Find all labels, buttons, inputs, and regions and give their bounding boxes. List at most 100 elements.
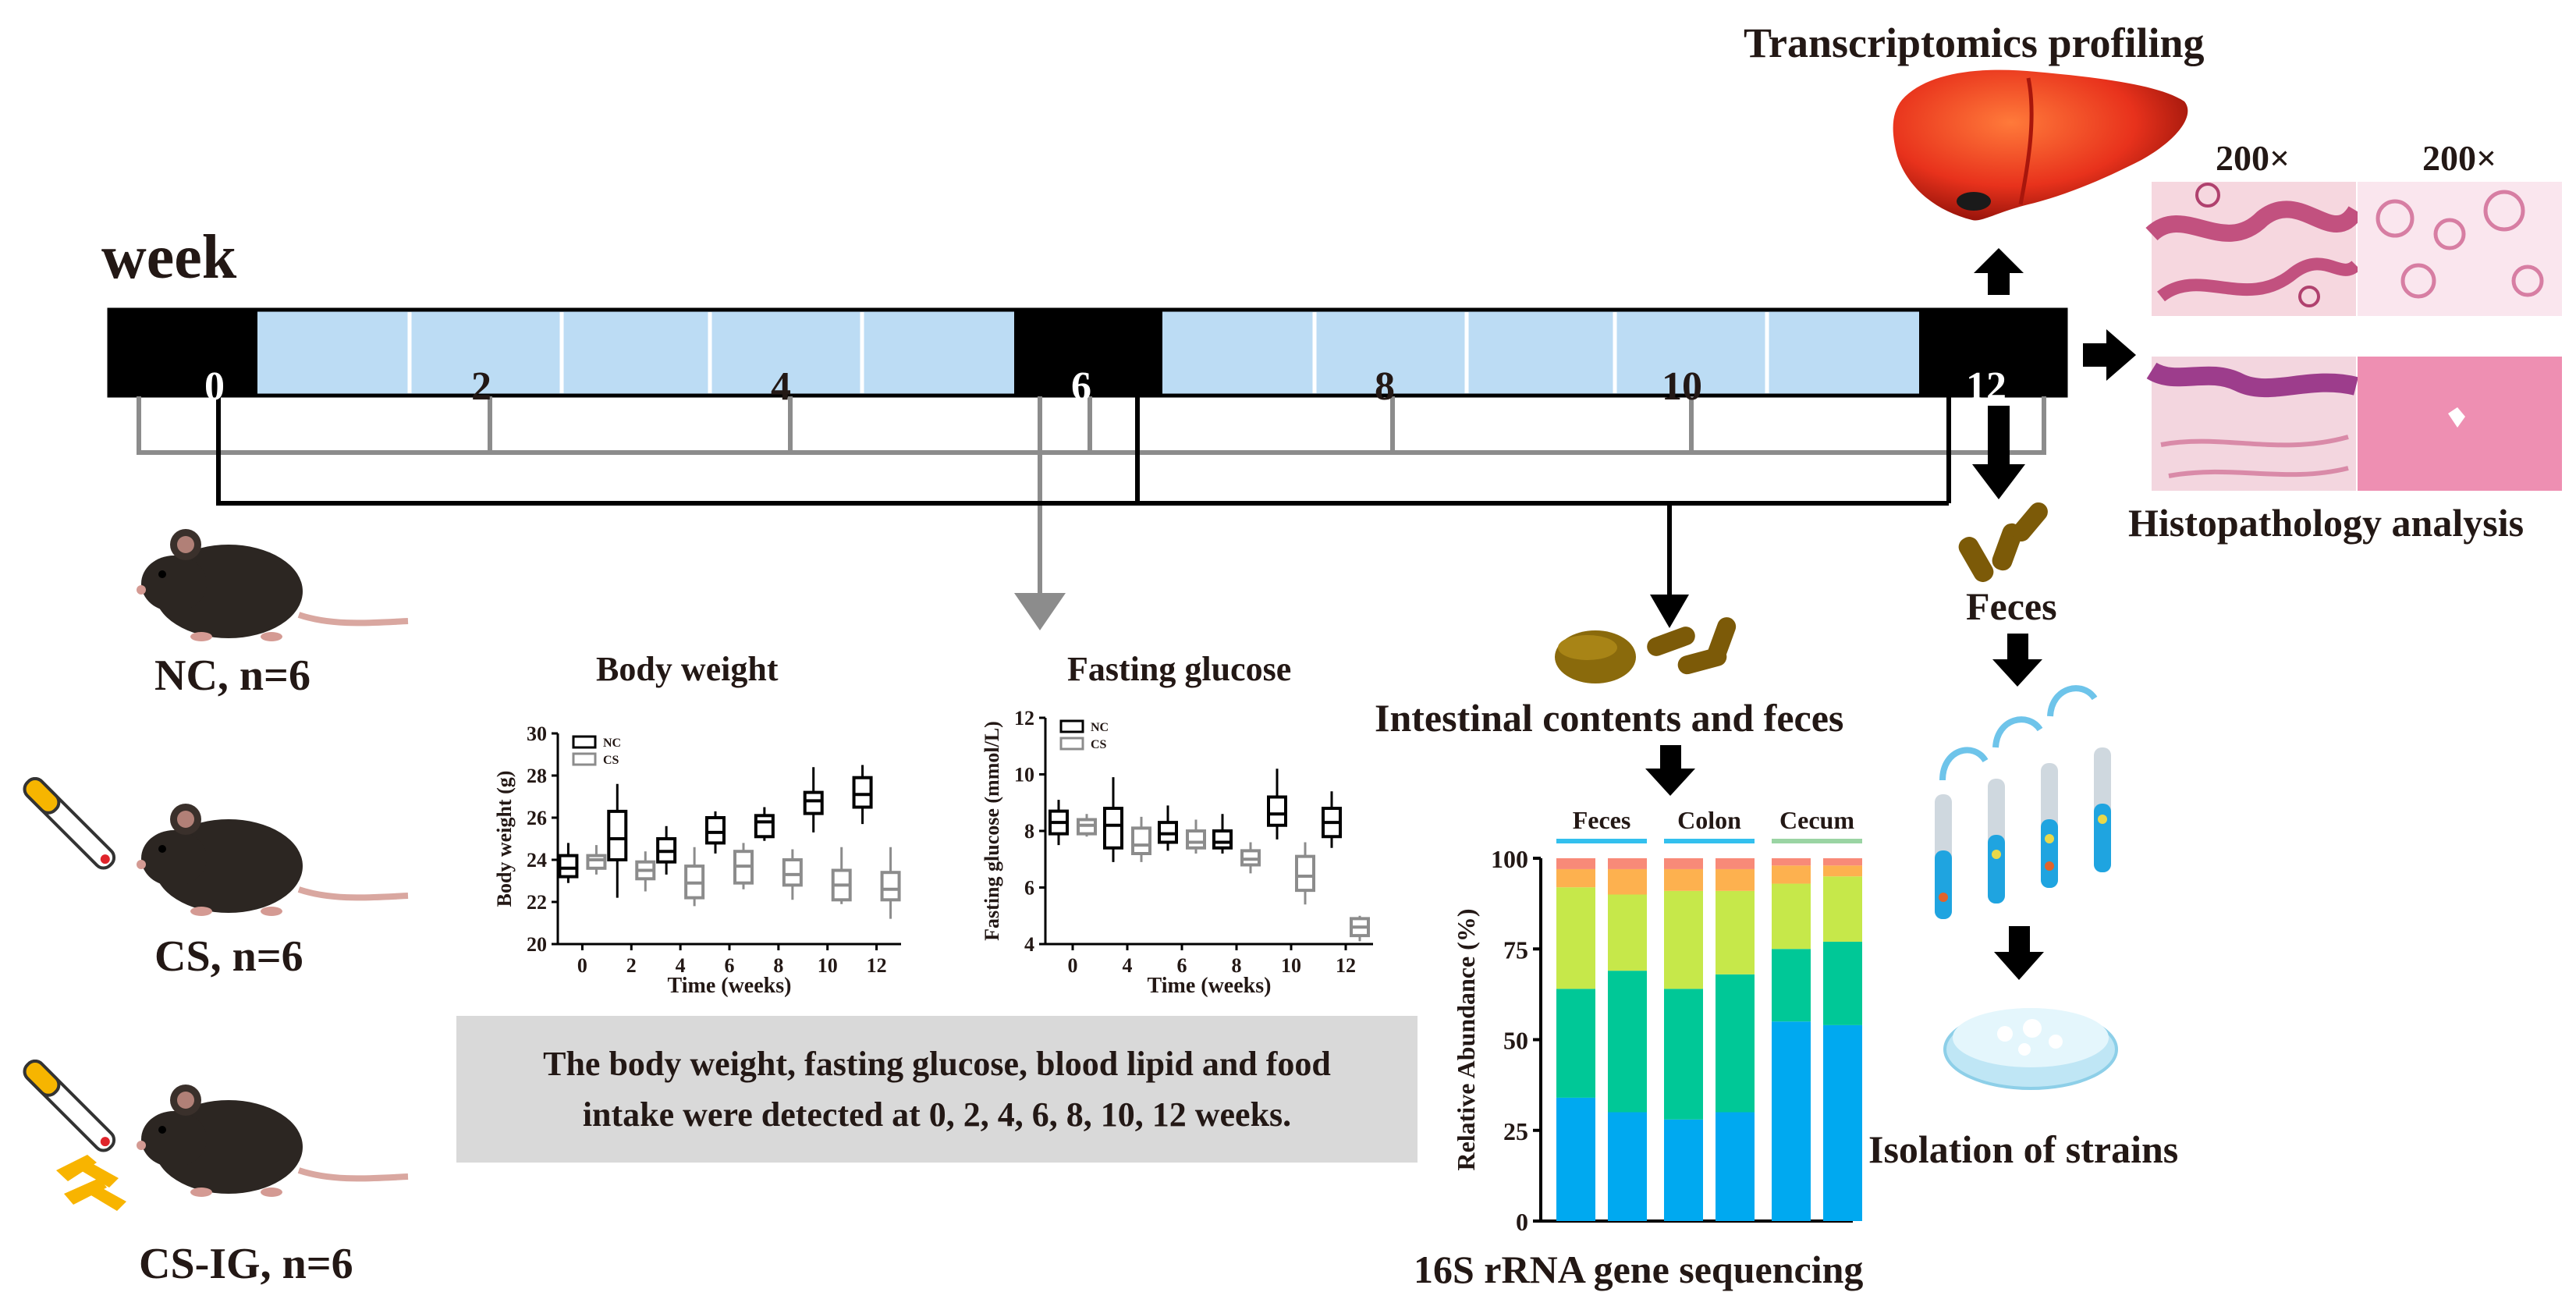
s16-bar-segment <box>1608 894 1647 971</box>
bw-box-nc <box>852 776 873 809</box>
fg-x-tick-label: 10 <box>1281 954 1301 977</box>
histology-image-colon-cs <box>2146 357 2358 491</box>
timeline-mark-0: 0 <box>204 364 225 409</box>
s16-y-tick-label: 75 <box>1503 935 1528 964</box>
transcriptomics-label: Transcriptomics profiling <box>1744 20 2205 66</box>
fg-box-cs <box>1295 854 1315 893</box>
s16-bar-segment <box>1664 989 1703 1120</box>
bw-y-tick-label: 24 <box>527 849 547 872</box>
arrow-down-to-petri <box>1994 926 2044 980</box>
fg-x-label: Time (weeks) <box>1148 974 1272 998</box>
body-weight-title: Body weight <box>596 650 779 688</box>
group-icons <box>23 529 409 1211</box>
bw-x-label: Time (weeks) <box>668 974 792 998</box>
bw-y-tick-label: 26 <box>527 807 547 829</box>
s16-bar-segment <box>1608 858 1647 869</box>
fg-legend-swatch <box>1059 719 1084 733</box>
timeline-mark-10: 10 <box>1662 364 1702 409</box>
mouse-icon <box>137 529 409 641</box>
arrow-down-to-16s <box>1645 745 1695 796</box>
s16-bar-segment <box>1823 941 1862 1025</box>
s16-bar-segment <box>1823 865 1862 877</box>
s16-y-tick-label: 100 <box>1491 845 1528 873</box>
magnification-label-right: 200× <box>2422 138 2497 178</box>
bw-x-tick-label: 8 <box>773 954 783 977</box>
bw-y-tick-label: 22 <box>527 891 547 914</box>
bw-y-tick-label: 28 <box>527 765 547 787</box>
bw-box-nc <box>558 854 579 879</box>
group-label-cs: CS, n=6 <box>154 932 303 981</box>
s16-bar-segment <box>1772 858 1811 866</box>
s16-bar-segment <box>1823 858 1862 866</box>
measurement-note-line2: intake were detected at 0, 2, 4, 6, 8, 1… <box>582 1095 1292 1134</box>
timeline-mark-4: 4 <box>771 364 791 409</box>
bw-box-cs <box>880 871 901 902</box>
timeline-bar <box>107 307 2068 398</box>
s16-bar-segment <box>1716 1112 1755 1221</box>
feces-pellets-icon <box>1958 502 2048 582</box>
group-label-cs-ig: CS-IG, n=6 <box>139 1240 353 1288</box>
s16-bar-segment <box>1608 1112 1647 1221</box>
s16-bar-segment <box>1716 868 1755 891</box>
timeline-mark-6: 6 <box>1071 364 1091 409</box>
s16-y-tick-label: 25 <box>1503 1117 1528 1145</box>
s16-bar-segment <box>1772 949 1811 1022</box>
s16-group-label: Cecum <box>1779 806 1854 834</box>
arrow-down-to-culture <box>1992 634 2042 687</box>
bw-box-nc <box>803 790 824 815</box>
petri-dish-icon <box>1943 1008 2118 1090</box>
s16-bar-segment <box>1664 858 1703 869</box>
s16-bar-segment <box>1716 974 1755 1113</box>
feces-label: Feces <box>1966 584 2057 628</box>
fasting-glucose-title: Fasting glucose <box>1067 650 1292 688</box>
fg-y-label: Fasting glucose (mmol/L) <box>981 721 1003 941</box>
arrow-right-to-histology <box>2083 329 2136 381</box>
fg-y-tick-label: 10 <box>1014 764 1034 786</box>
sampling-bracket <box>216 396 1951 628</box>
s16-bar-segment <box>1556 989 1595 1098</box>
cigarette-icon <box>23 776 116 870</box>
s16-bar-segment <box>1823 1024 1862 1221</box>
s16-bar-segment <box>1823 876 1862 942</box>
magnification-label-left: 200× <box>2216 138 2290 178</box>
bw-x-tick-label: 4 <box>676 954 686 977</box>
s16-bar-segment <box>1772 883 1811 950</box>
fg-x-tick-label: 6 <box>1177 954 1187 977</box>
mouse-icon <box>137 804 409 916</box>
arrow-up-to-liver <box>1974 248 2024 295</box>
timeline-mark-12: 12 <box>1966 364 2007 409</box>
intestinal-contents-icon <box>1555 617 1737 683</box>
fg-box-cs <box>1131 826 1151 855</box>
bw-legend-label: CS <box>603 754 619 767</box>
s16-bar-segment <box>1772 1021 1811 1221</box>
s16-bar-segment <box>1772 865 1811 884</box>
fg-y-tick-label: 8 <box>1024 820 1034 843</box>
bw-box-nc <box>705 816 726 845</box>
bw-x-tick-label: 0 <box>577 954 587 977</box>
fg-legend-label: CS <box>1091 738 1107 751</box>
measurement-bracket <box>137 396 2046 630</box>
bw-y-tick-label: 20 <box>527 933 547 956</box>
bw-box-nc <box>754 814 775 839</box>
histology-panels <box>2145 182 2562 491</box>
mouse-icon <box>137 1085 409 1197</box>
bw-legend-swatch <box>572 735 597 749</box>
fg-box-cs <box>1186 829 1206 850</box>
histology-image-liver-cs <box>2358 357 2562 491</box>
isolation-label: Isolation of strains <box>1868 1127 2179 1171</box>
fg-x-tick-label: 8 <box>1232 954 1242 977</box>
fg-x-tick-label: 0 <box>1068 954 1078 977</box>
bw-legend-swatch <box>572 752 597 766</box>
bw-y-tick-label: 30 <box>527 722 547 745</box>
s16-bar-segment <box>1556 858 1595 869</box>
s16-group-label: Feces <box>1573 806 1631 834</box>
bw-legend-label: NC <box>603 737 621 750</box>
fg-box-nc <box>1267 795 1287 827</box>
intestinal-contents-label: Intestinal contents and feces <box>1375 696 1844 740</box>
culture-tubes-icon <box>1935 685 2111 919</box>
